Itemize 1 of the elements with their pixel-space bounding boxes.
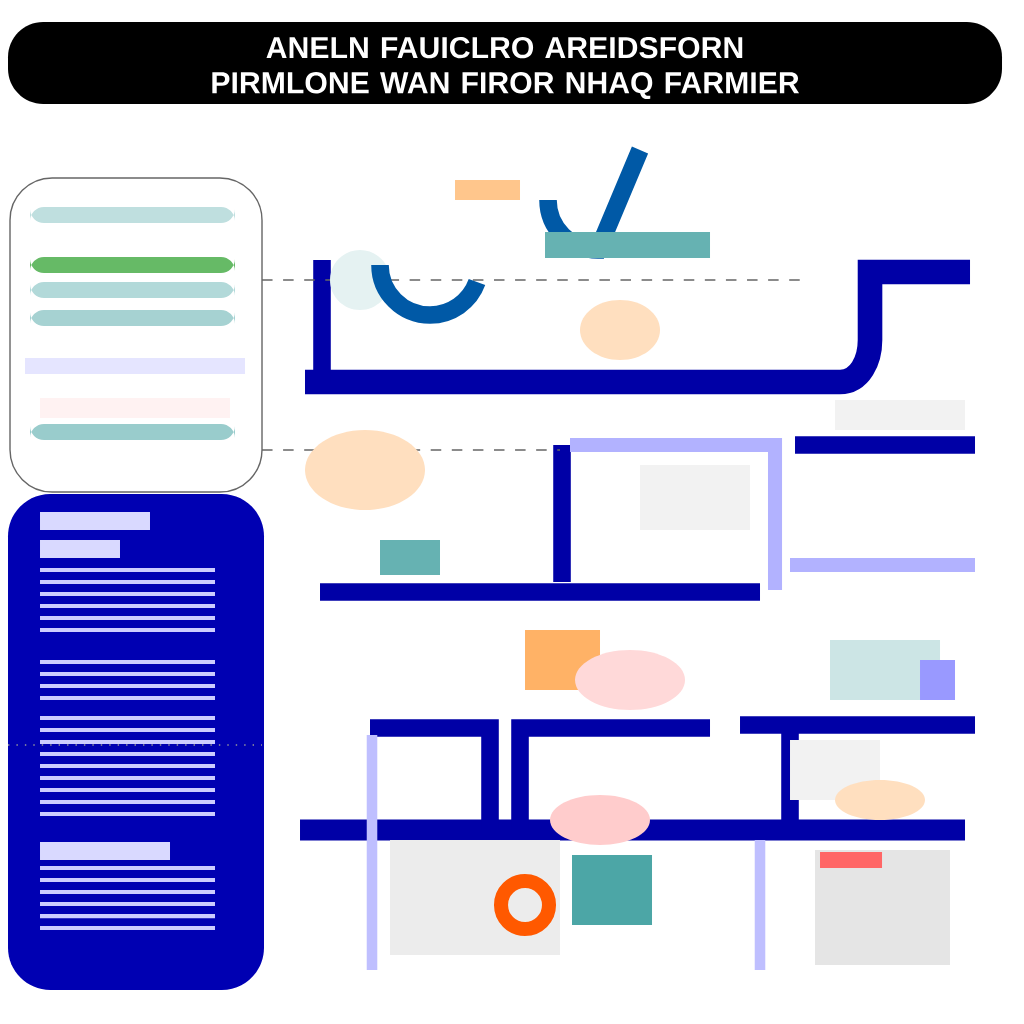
title-bar: ANELN FAUICLRO AREIDSFORN PIRMLONE WAN FIROR NHAQ FARMIER [8,22,1002,104]
